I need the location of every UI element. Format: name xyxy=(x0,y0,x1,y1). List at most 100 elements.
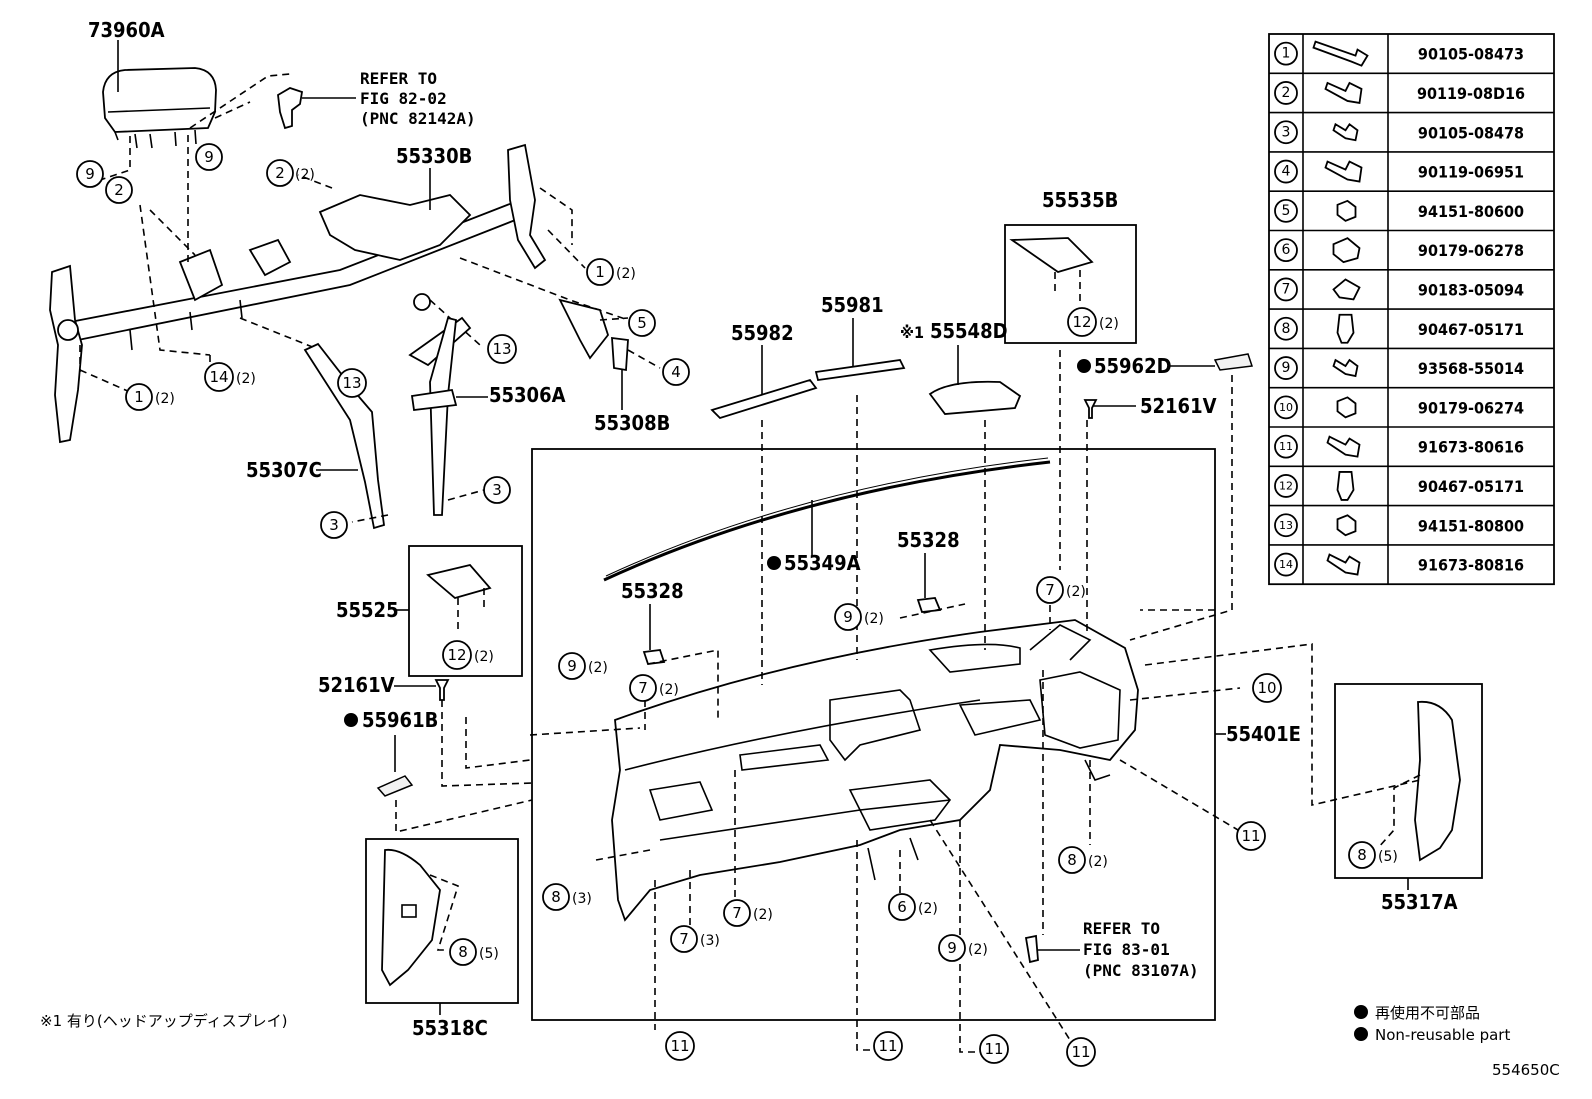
callout-11c: 11 xyxy=(873,1031,903,1061)
svg-text:3: 3 xyxy=(329,516,339,534)
svg-text:(5): (5) xyxy=(1378,849,1398,865)
hud-cover-part[interactable] xyxy=(1009,237,1094,273)
refer-1-line3: (PNC 82142A) xyxy=(360,109,476,128)
reinforcement-beam[interactable] xyxy=(49,143,547,444)
svg-text:9: 9 xyxy=(204,148,214,166)
svg-text:(2): (2) xyxy=(864,611,884,627)
cover-55525[interactable] xyxy=(426,563,492,599)
clip-52161v-left[interactable] xyxy=(434,679,450,701)
svg-text:6: 6 xyxy=(1282,242,1291,258)
svg-text:5: 5 xyxy=(1282,203,1291,219)
flange-bolt-icon xyxy=(1324,81,1363,104)
parts-table-index: 4 xyxy=(1274,159,1298,184)
svg-text:2: 2 xyxy=(275,164,285,182)
label-molding: 55349A xyxy=(784,551,861,575)
svg-text:7: 7 xyxy=(679,930,689,948)
label-side-left: 55318C xyxy=(412,1016,488,1040)
callout-9a: 9 xyxy=(76,160,104,188)
svg-text:12: 12 xyxy=(1279,479,1293,492)
brace-55306a[interactable] xyxy=(408,316,472,516)
long-bolt-icon xyxy=(1312,40,1369,67)
parts-table-part-number: 94151-80600 xyxy=(1418,202,1524,221)
svg-text:(5): (5) xyxy=(479,946,499,962)
parts-table-row: 4 90119-06951 xyxy=(1269,151,1554,184)
svg-text:8: 8 xyxy=(1357,846,1367,864)
callout-14: 14 (2) xyxy=(204,362,256,392)
parts-table-index: 10 xyxy=(1274,395,1298,420)
short-bolt-icon xyxy=(1332,122,1359,142)
parts-table-part-number: 90467-05171 xyxy=(1418,320,1524,339)
svg-text:(2): (2) xyxy=(1088,854,1108,870)
callout-2b: 2 (2) xyxy=(266,159,315,187)
svg-text:(2): (2) xyxy=(155,391,175,407)
side-panel-55318c[interactable] xyxy=(381,848,441,987)
callout-7a: 7(2) xyxy=(1036,576,1086,604)
svg-text:(2): (2) xyxy=(295,167,315,183)
parts-table-index: 9 xyxy=(1274,356,1298,380)
callout-12b: 12(2) xyxy=(442,640,494,670)
bolt-icon xyxy=(1326,435,1361,458)
svg-text:4: 4 xyxy=(671,363,681,381)
label-duct-982: 55982 xyxy=(731,321,794,345)
panel-55328-a[interactable] xyxy=(642,649,666,665)
hud-cover-box xyxy=(1004,224,1137,344)
bolt-icon xyxy=(1326,553,1361,576)
callout-12a: 12(2) xyxy=(1067,307,1119,337)
defroster-duct-55982[interactable] xyxy=(710,378,818,420)
hud-panel-55548d[interactable] xyxy=(928,380,1022,415)
defroster-duct-55981[interactable] xyxy=(814,359,906,382)
label-vent-b: 55961B xyxy=(362,708,438,732)
instrument-panel-55401e[interactable] xyxy=(611,619,1139,922)
parts-table-part-number: 91673-80616 xyxy=(1418,438,1524,457)
svg-text:14: 14 xyxy=(209,368,228,386)
parts-table-part-number: 94151-80800 xyxy=(1418,516,1524,535)
clip-icon xyxy=(1336,471,1355,501)
label-cover-525: 55525 xyxy=(336,598,399,622)
label-hud-note: ※1 xyxy=(900,323,924,342)
parts-table-index: 13 xyxy=(1274,513,1298,538)
svg-text:9: 9 xyxy=(567,657,577,675)
label-airbag: 73960A xyxy=(88,18,165,42)
brace-55308b[interactable] xyxy=(558,298,629,372)
parts-table-index: 2 xyxy=(1274,81,1298,105)
svg-text:4: 4 xyxy=(1282,164,1291,180)
square-nut-icon xyxy=(1332,237,1361,264)
clip-52161v-right[interactable] xyxy=(1083,399,1098,419)
side-panel-55318c-box xyxy=(365,838,519,1004)
svg-text:13: 13 xyxy=(492,340,511,358)
svg-text:(2): (2) xyxy=(1066,584,1086,600)
svg-text:9: 9 xyxy=(85,165,95,183)
svg-text:1: 1 xyxy=(1282,46,1291,62)
parts-table-index: 11 xyxy=(1274,434,1298,459)
legend-dot-jp xyxy=(1354,1005,1368,1019)
svg-text:13: 13 xyxy=(342,374,361,392)
parts-table-part-number: 90467-05171 xyxy=(1418,477,1524,496)
svg-text:11: 11 xyxy=(1279,440,1293,453)
parts-table-part-number: 90119-06951 xyxy=(1418,163,1524,182)
callout-11d: 11 xyxy=(979,1034,1009,1064)
svg-text:10: 10 xyxy=(1279,401,1293,414)
callout-13a: 13 xyxy=(487,334,517,364)
svg-text:2: 2 xyxy=(114,181,124,199)
callout-9d: 9(2) xyxy=(558,652,608,680)
svg-text:1: 1 xyxy=(134,388,144,406)
parts-table-index: 7 xyxy=(1274,277,1298,302)
label-reinforcement: 55330B xyxy=(396,144,472,168)
callout-1a: 1 (2) xyxy=(125,383,175,411)
side-panel-55317a[interactable] xyxy=(1414,700,1461,862)
refer-1-line2: FIG 82-02 xyxy=(360,89,447,108)
vent-55962d[interactable] xyxy=(1213,353,1254,371)
svg-text:(2): (2) xyxy=(236,371,256,387)
callout-9b: 9 xyxy=(195,143,223,171)
svg-text:8: 8 xyxy=(458,943,468,961)
molding-55349a[interactable] xyxy=(603,457,1051,582)
label-brace-a: 55306A xyxy=(489,383,566,407)
svg-text:6: 6 xyxy=(897,898,907,916)
vent-55961b[interactable] xyxy=(376,775,414,797)
airbag-module[interactable] xyxy=(102,40,217,149)
refer-2-line1: REFER TO xyxy=(1083,919,1160,938)
